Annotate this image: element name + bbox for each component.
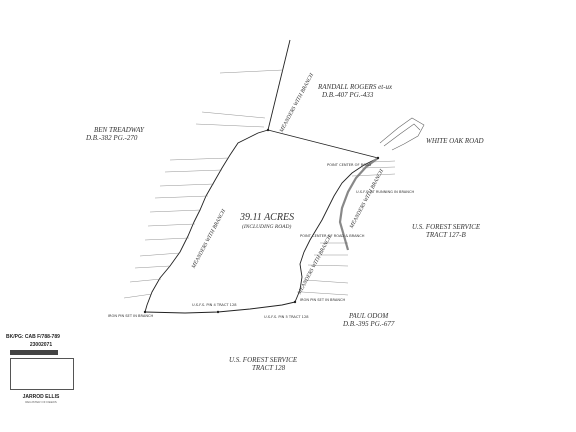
road <box>338 157 379 251</box>
note-usfs-road-1: U.S.F.S. AT RUNNING IN BRANCH <box>356 190 415 194</box>
road-label: WHITE OAK ROAD <box>426 137 484 145</box>
stamp-signer-title: REGISTER OF DEEDS <box>25 400 57 404</box>
owner-paul-deed: D.B.-395 PG.-677 <box>343 320 395 328</box>
owner-usfs-east: U.S. FOREST SERVICE <box>412 223 481 231</box>
acreage-note: (INCLUDING ROAD) <box>242 224 292 230</box>
stamp-number: 23002071 <box>29 342 53 348</box>
stamp-signer: JARROD ELLIS <box>22 394 60 400</box>
note-usfs-pin-1: U.S.F.S. PIN 4 TRACT 128 <box>192 303 237 307</box>
owner-paul-name: PAUL ODOM <box>349 312 389 320</box>
stamp-fee-table <box>10 358 74 390</box>
stamp-bar <box>10 350 58 355</box>
owner-ben-name: BEN TREADWAY <box>94 126 144 134</box>
note-center-road-1: POINT CENTER OF ROAD <box>327 163 372 167</box>
boundary-ne <box>267 129 379 159</box>
note-iron-pin-2: IRON PIN SET IN BRANCH <box>300 298 346 302</box>
owner-usfs-east-tract: TRACT 127-B <box>426 231 466 239</box>
note-iron-pin-1: IRON PIN SET IN BRANCH <box>108 314 154 318</box>
white-oak-road <box>379 117 425 151</box>
corner-point <box>143 310 147 314</box>
corner-point <box>293 300 297 304</box>
acreage: 39.11 ACRES <box>240 212 295 223</box>
owner-randall-deed: D.B.-407 PG.-433 <box>322 91 374 99</box>
stamp-book: BK/PG: CAB F/788-789 <box>6 334 60 340</box>
boundary-east-branch <box>294 157 379 303</box>
owner-randall-name: RANDALL ROGERS et-ux <box>318 83 393 91</box>
corner-point <box>266 128 270 132</box>
owner-ben-deed: D.B.-382 PG.-270 <box>86 134 138 142</box>
corner-point <box>376 156 380 160</box>
boundary-south <box>144 301 296 314</box>
corner-point <box>216 310 220 314</box>
recording-stamp: BK/PG: CAB F/788-789 23002071 JARROD ELL… <box>6 334 76 404</box>
note-usfs-pin-2: U.S.F.S. PIN 5 TRACT 128 <box>264 315 309 319</box>
note-center-road-2: POINT CENTER OF ROAD & BRANCH <box>300 234 365 238</box>
boundary-north <box>267 39 291 131</box>
owner-usfs-south-tract: TRACT 128 <box>252 364 286 372</box>
owner-usfs-south: U.S. FOREST SERVICE <box>229 356 298 364</box>
